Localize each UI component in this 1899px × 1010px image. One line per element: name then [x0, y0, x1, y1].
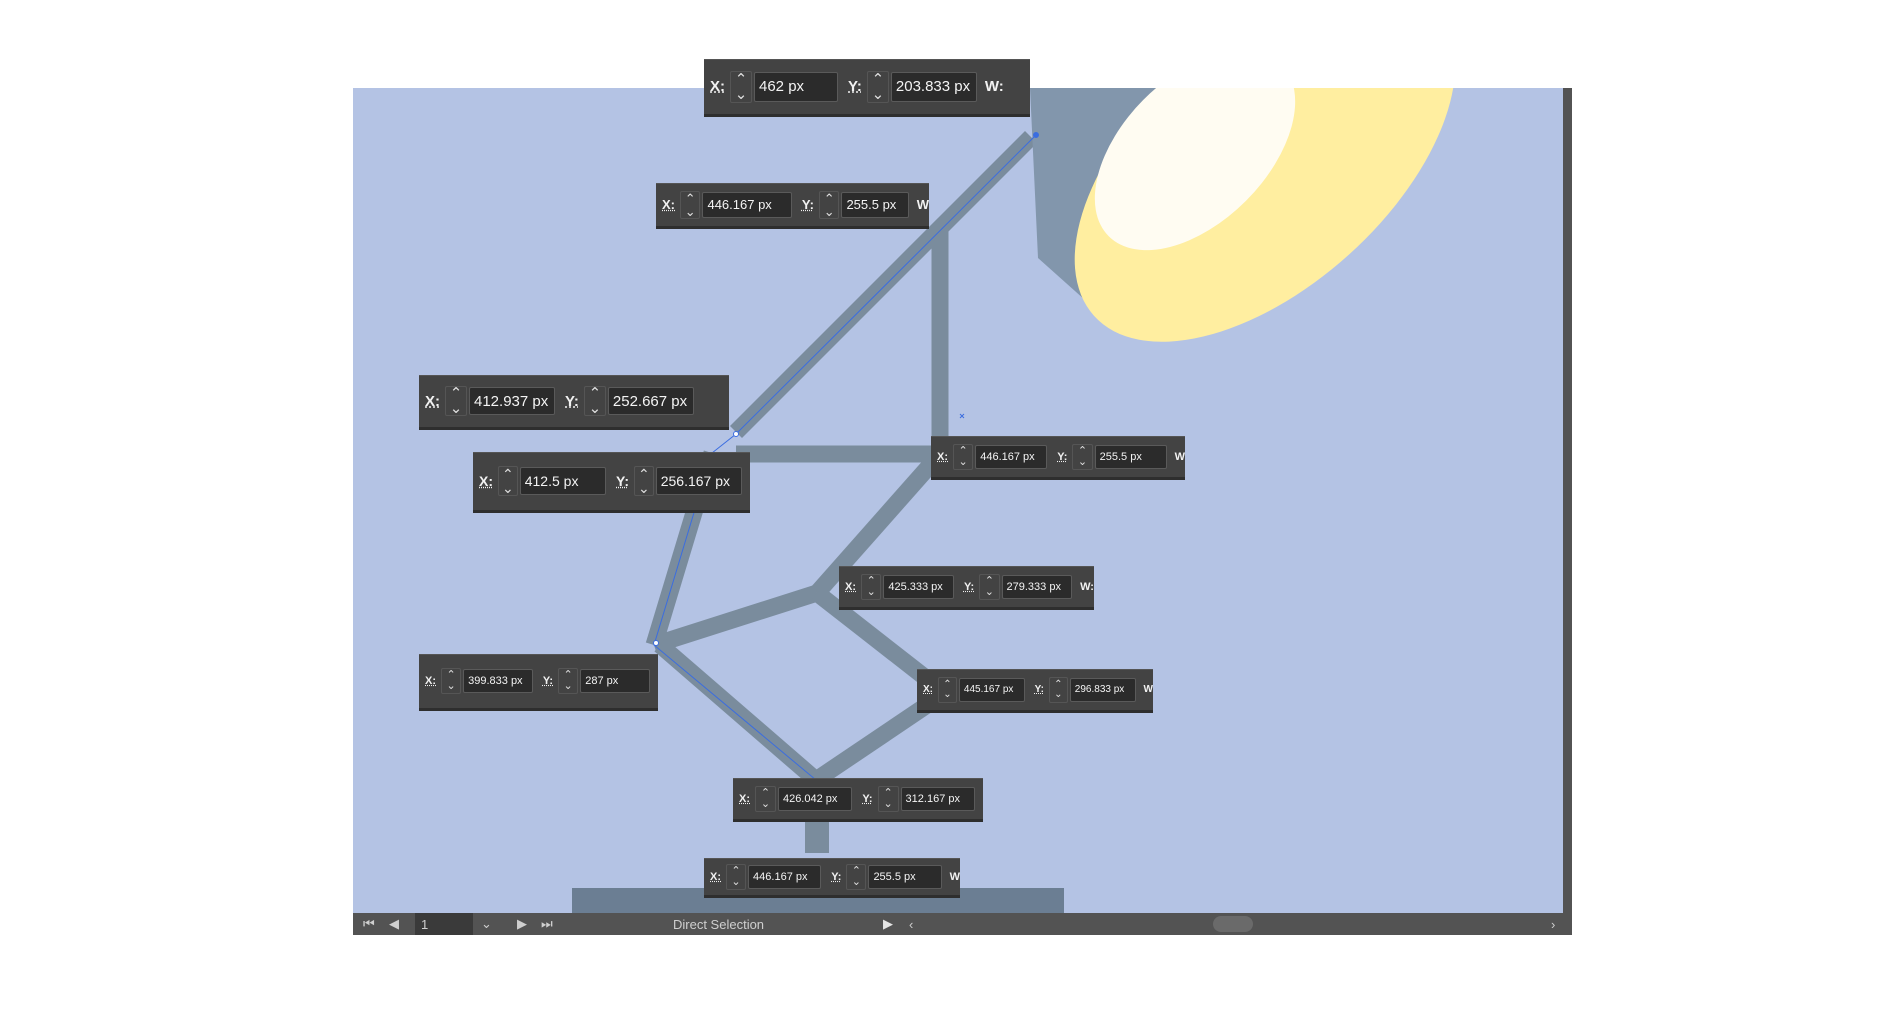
- horizontal-scroll-thumb[interactable]: [1213, 913, 1253, 935]
- x-label: X:: [425, 675, 436, 687]
- vertical-scrollbar[interactable]: [1563, 88, 1572, 913]
- y-label: Y:: [565, 392, 579, 410]
- width-label: W: [1143, 684, 1153, 695]
- artboard-number: 1: [421, 916, 429, 932]
- x-input[interactable]: 462 px: [754, 71, 838, 102]
- y-label: Y:: [862, 792, 873, 805]
- y-stepper-icon[interactable]: ⌃⌄: [583, 386, 606, 416]
- y-input[interactable]: 255.5 px: [868, 864, 942, 889]
- x-label: X:: [425, 392, 440, 410]
- y-input[interactable]: 203.833 px: [890, 71, 977, 102]
- x-label: X:: [845, 580, 856, 593]
- width-label: W: [916, 197, 929, 212]
- x-stepper-icon[interactable]: ⌃⌄: [938, 676, 957, 703]
- y-stepper-icon[interactable]: ⌃⌄: [633, 466, 654, 496]
- width-label: W: [1174, 450, 1186, 463]
- x-label: X:: [479, 473, 493, 489]
- x-input[interactable]: 425.333 px: [883, 574, 954, 599]
- y-stepper-icon[interactable]: ⌃⌄: [846, 863, 867, 890]
- y-label: Y:: [616, 473, 629, 489]
- last-artboard-icon[interactable]: ⏭: [541, 916, 553, 931]
- scroll-right-icon[interactable]: ›: [1551, 916, 1556, 932]
- x-stepper-icon[interactable]: ⌃⌄: [445, 386, 467, 416]
- x-label: X:: [710, 870, 721, 883]
- next-artboard-icon[interactable]: ▶: [517, 916, 527, 931]
- y-stepper-icon[interactable]: ⌃⌄: [979, 573, 1000, 600]
- y-stepper-icon[interactable]: ⌃⌄: [1072, 443, 1093, 470]
- x-input[interactable]: 399.833 px: [463, 669, 533, 693]
- y-label: Y:: [831, 870, 842, 883]
- tool-name: Direct Selection: [673, 916, 765, 932]
- width-label: W:: [984, 78, 1004, 95]
- width-label: W: [949, 870, 960, 883]
- y-stepper-icon[interactable]: ⌃⌄: [818, 190, 840, 219]
- y-input[interactable]: 255.5 px: [841, 191, 909, 218]
- x-input[interactable]: 412.5 px: [519, 467, 607, 495]
- x-stepper-icon[interactable]: ⌃⌄: [498, 466, 518, 496]
- play-icon[interactable]: ▶: [883, 916, 893, 931]
- x-stepper-icon[interactable]: ⌃⌄: [726, 863, 747, 890]
- y-label: Y:: [963, 580, 975, 593]
- y-label: Y:: [542, 675, 554, 687]
- y-label: Y:: [801, 197, 814, 212]
- x-label: X:: [923, 684, 933, 695]
- x-stepper-icon[interactable]: ⌃⌄: [730, 70, 752, 103]
- y-stepper-icon[interactable]: ⌃⌄: [877, 785, 899, 812]
- y-label: Y:: [1034, 684, 1044, 695]
- x-label: X:: [937, 450, 948, 463]
- y-stepper-icon[interactable]: ⌃⌄: [866, 70, 889, 103]
- x-input[interactable]: 446.167 px: [748, 864, 822, 889]
- y-input[interactable]: 312.167 px: [900, 786, 975, 811]
- y-input[interactable]: 287 px: [580, 669, 650, 693]
- y-stepper-icon[interactable]: ⌃⌄: [558, 668, 579, 694]
- x-stepper-icon[interactable]: ⌃⌄: [861, 573, 882, 600]
- x-label: X:: [662, 197, 675, 212]
- prev-artboard-icon[interactable]: ◀: [389, 916, 399, 931]
- x-label: X:: [710, 78, 725, 95]
- y-input[interactable]: 256.167 px: [655, 467, 742, 495]
- arm-segment-lower-diag-left: [654, 638, 822, 787]
- x-input[interactable]: 412.937 px: [469, 387, 555, 415]
- bulb-inner: [1094, 88, 1296, 251]
- x-stepper-icon[interactable]: ⌃⌄: [953, 443, 974, 470]
- y-label: Y:: [848, 78, 862, 95]
- y-label: Y:: [1057, 450, 1068, 463]
- y-input[interactable]: 279.333 px: [1001, 574, 1073, 599]
- x-stepper-icon[interactable]: ⌃⌄: [680, 190, 701, 219]
- first-artboard-icon[interactable]: ⏮: [363, 916, 375, 931]
- status-bar: ⏮ ◀ 1 ⌄ ▶ ⏭ Direct Selection ▶ ‹ ›: [353, 913, 1572, 935]
- dropdown-icon[interactable]: ⌄: [481, 916, 492, 931]
- x-input[interactable]: 446.167 px: [975, 444, 1048, 469]
- x-input[interactable]: 446.167 px: [702, 191, 792, 218]
- artboard-number-field[interactable]: 1: [415, 913, 473, 935]
- y-input[interactable]: 255.5 px: [1094, 444, 1167, 469]
- arm-segment-upper-diagonal: [729, 130, 1038, 439]
- x-stepper-icon[interactable]: ⌃⌄: [755, 785, 776, 812]
- x-input[interactable]: 426.042 px: [777, 786, 853, 811]
- arm-segment-cross: [651, 584, 820, 654]
- arm-segment-mid-diag: [810, 448, 947, 599]
- lamp-head: [1030, 88, 1456, 342]
- scroll-left-icon[interactable]: ‹: [909, 916, 914, 932]
- width-label: W:: [1080, 580, 1094, 593]
- y-input[interactable]: 296.833 px: [1069, 677, 1136, 702]
- y-stepper-icon[interactable]: ⌃⌄: [1048, 676, 1068, 703]
- x-stepper-icon[interactable]: ⌃⌄: [441, 668, 462, 694]
- y-input[interactable]: 252.667 px: [607, 387, 694, 415]
- x-label: X:: [739, 792, 750, 805]
- x-input[interactable]: 445.167 px: [958, 677, 1025, 702]
